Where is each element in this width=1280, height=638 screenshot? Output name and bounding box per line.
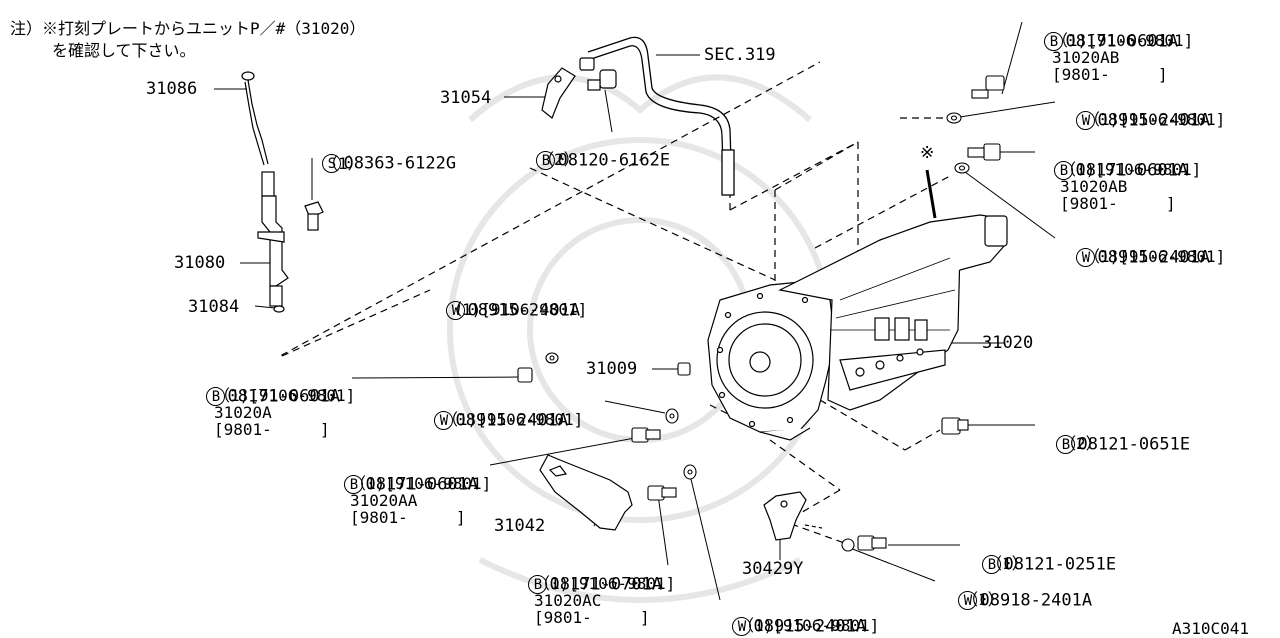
transmission-31020 [707,214,1008,441]
applic-08171-aa-3: [9801- ] [350,508,466,527]
part-31054[interactable]: 31054 [440,88,492,108]
applic-08915-left: （1)[9106-9801] [446,300,588,319]
bracket-31054 [541,57,617,119]
applic-08171-mid-1: （1)[9106-9801] [1060,160,1202,179]
b-symbol-icon: B [1054,161,1074,180]
part-31084[interactable]: 31084 [188,297,240,317]
bolt-mid [967,143,1001,161]
applic-08171-0701-2: 31020AC [534,591,602,610]
bolts-and-washers [517,75,1005,552]
note-line-2: を確認して下さい。 [52,41,196,60]
applic-08171-mid-2: 31020AB [1060,177,1128,196]
part-31080[interactable]: 31080 [174,253,226,273]
dipstick-assembly [241,71,289,313]
w-symbol-icon: W [1076,248,1096,267]
applic-08171-top-2: 31020AB [1052,48,1120,67]
part-31020[interactable]: 31020 [982,333,1034,353]
b-symbol-icon: B [344,475,364,494]
applic-08171-mid-3: [9801- ] [1060,194,1176,213]
section-ref-sec319[interactable]: SEC.319 [704,45,776,65]
b-symbol-icon: B [982,555,1002,574]
qty-08121-0651e: （2） [1060,434,1102,453]
applic-08171-left-3: [9801- ] [214,420,330,439]
part-31009[interactable]: 31009 [586,359,638,379]
applic-08171-aa-1: （1)[9106-9801] [350,474,492,493]
w-symbol-icon: W [434,411,454,430]
qty-08121-0251e: （1） [986,554,1028,573]
applic-08915-left2: （1)[9106-9801] [442,410,584,429]
w-symbol-icon: W [446,301,466,320]
marker-symbol: ※ [920,143,935,163]
b-symbol-icon: B [528,575,548,594]
figure-code: A310C041 [1172,619,1250,638]
bracket-30429y [763,491,823,541]
applic-08171-left-2: 31020A [214,403,272,422]
b-symbol-icon: B [1044,32,1064,51]
part-31042[interactable]: 31042 [494,516,546,536]
applic-08915-bottom: （1)[9106-9801] [738,616,880,635]
qty-08120: （2） [538,150,580,169]
applic-08171-top-1: （1)[9106-9801] [1052,31,1194,50]
w-symbol-icon: W [732,617,752,636]
part-31086[interactable]: 31086 [146,79,198,99]
qty-08363: （1） [322,154,364,173]
applic-08171-left-1: （1)[9106-9801] [214,386,356,405]
b-symbol-icon: B [206,387,226,406]
w-symbol-icon: W [1076,111,1096,130]
applic-08915-mid: （1)[9106-9801] [1084,247,1226,266]
applic-08171-0701-1: （1)[9106-9801] [534,574,676,593]
screw-08363 [304,201,324,231]
part-30429y[interactable]: 30429Y [742,559,804,579]
applic-08171-aa-2: 31020AA [350,491,418,510]
applic-08171-0701-3: [9801- ] [534,608,650,627]
applic-08171-top-3: [9801- ] [1052,65,1168,84]
note-line-1: 注）※打刻プレートからユニットP／#（31020） [10,19,366,38]
applic-08915-top: （1)[9106-9801] [1084,110,1226,129]
cable-assembly [587,36,735,196]
b-symbol-icon: B [1056,435,1076,454]
shield-31042 [539,454,633,531]
s-symbol-icon: S [322,154,342,173]
bolt-top [971,75,1005,99]
w-symbol-icon: W [958,591,978,610]
b-symbol-icon: B [536,151,556,170]
qty-08918: （1） [962,590,1004,609]
